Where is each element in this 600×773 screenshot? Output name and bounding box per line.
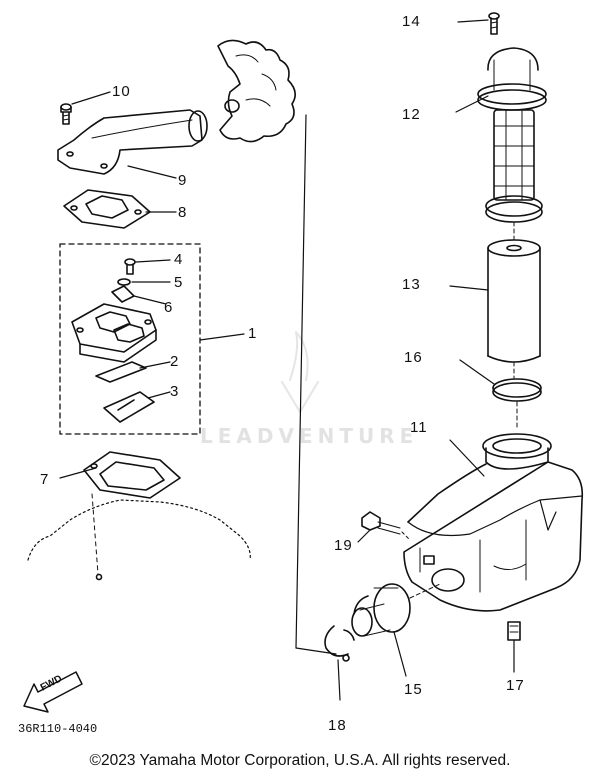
watermark-text: LEADVENTURE <box>200 424 419 448</box>
callout-1[interactable]: 1 <box>248 325 258 342</box>
strainer-12 <box>477 47 547 223</box>
callout-9[interactable]: 9 <box>178 172 188 189</box>
callout-13[interactable]: 13 <box>402 276 421 293</box>
reed-2 <box>95 361 147 383</box>
engine-outline-top <box>217 39 296 143</box>
reed-valve <box>71 303 157 363</box>
gasket-7 <box>83 451 181 499</box>
bolt-19 <box>361 511 401 535</box>
callout-8[interactable]: 8 <box>178 204 188 221</box>
gasket-8 <box>63 189 151 229</box>
oil-tank-11 <box>403 433 584 612</box>
callout-2[interactable]: 2 <box>170 353 180 370</box>
engine-outline-bottom <box>27 499 251 561</box>
callout-3[interactable]: 3 <box>170 383 180 400</box>
screw-14 <box>488 12 500 35</box>
callout-6[interactable]: 6 <box>164 299 174 316</box>
callout-14[interactable]: 14 <box>402 13 421 30</box>
washer-5 <box>117 278 131 286</box>
callout-7[interactable]: 7 <box>40 471 50 488</box>
stopper-3 <box>103 391 155 423</box>
callout-11[interactable]: 11 <box>410 419 428 436</box>
plate-6 <box>111 285 135 303</box>
o-ring-16 <box>492 378 542 402</box>
screw-4 <box>124 258 136 275</box>
callout-18[interactable]: 18 <box>328 717 347 734</box>
callout-17[interactable]: 17 <box>506 677 525 694</box>
bolt-10 <box>60 103 72 125</box>
callout-4[interactable]: 4 <box>174 251 184 268</box>
strainer-cap-15 <box>351 583 411 637</box>
diagram-code: 36R110-4040 <box>18 722 98 736</box>
callout-15[interactable]: 15 <box>404 681 423 698</box>
copyright-notice: ©2023 Yamaha Motor Corporation, U.S.A. A… <box>89 752 511 769</box>
drain-plug-17 <box>507 621 521 641</box>
callout-16[interactable]: 16 <box>404 349 423 366</box>
elbow-9 <box>57 109 208 175</box>
watermark-logo-icon <box>281 331 319 413</box>
circlip-18 <box>324 625 355 662</box>
callout-12[interactable]: 12 <box>402 106 421 123</box>
callout-10[interactable]: 10 <box>112 83 131 100</box>
callout-5[interactable]: 5 <box>174 274 184 291</box>
callout-19[interactable]: 19 <box>334 537 353 554</box>
fwd-arrow-icon <box>23 671 83 713</box>
filter-element-13 <box>487 239 541 363</box>
